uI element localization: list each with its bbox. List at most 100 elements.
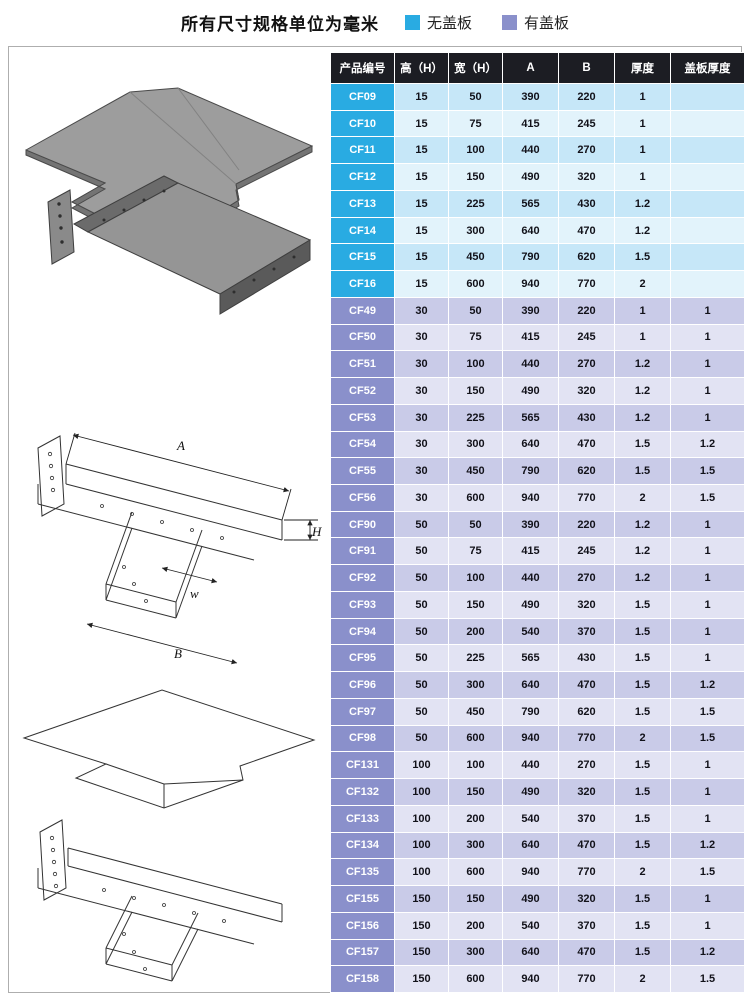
table-row: CF51 30 100 440 270 1.2 1 — [330, 350, 745, 379]
value-cell: 50 — [394, 644, 449, 673]
value-cell — [670, 270, 745, 298]
value-cell: 150 — [448, 778, 503, 806]
product-code-cell: CF134 — [330, 831, 395, 860]
tray-body-3d — [47, 175, 312, 315]
hole-dots — [49, 835, 226, 971]
value-cell: 1.5 — [614, 778, 671, 806]
tray-3d-diagram — [25, 87, 314, 315]
value-cell: 1.5 — [614, 911, 671, 940]
value-cell: 150 — [394, 938, 449, 967]
value-cell: 150 — [448, 163, 503, 191]
value-cell: 430 — [558, 189, 615, 218]
value-cell: 225 — [448, 403, 503, 432]
value-cell: 565 — [502, 403, 559, 432]
product-code-cell: CF10 — [330, 109, 395, 138]
table-row: CF15 15 450 790 620 1.5 — [330, 243, 745, 272]
value-cell: 1 — [670, 377, 745, 405]
value-cell: 1.5 — [670, 724, 745, 753]
value-cell: 640 — [502, 430, 559, 459]
legend-item: 无盖板 — [404, 12, 472, 33]
value-cell: 30 — [394, 377, 449, 405]
value-cell: 430 — [558, 644, 615, 673]
value-cell: 15 — [394, 163, 449, 191]
value-cell: 320 — [558, 885, 615, 913]
value-cell: 225 — [448, 189, 503, 218]
value-cell: 490 — [502, 163, 559, 191]
value-cell: 320 — [558, 377, 615, 405]
value-cell: 770 — [558, 724, 615, 753]
value-cell: 75 — [448, 323, 503, 352]
table-row: CF135 100 600 940 770 2 1.5 — [330, 858, 745, 887]
product-code-cell: CF13 — [330, 189, 395, 218]
value-cell: 15 — [394, 270, 449, 298]
tray-dimension-diagram: A H B w — [37, 432, 322, 665]
value-cell: 1 — [614, 163, 671, 191]
table-row: CF95 50 225 565 430 1.5 1 — [330, 644, 745, 673]
value-cell: 440 — [502, 350, 559, 379]
product-code-cell: CF92 — [330, 564, 395, 592]
value-cell: 1.5 — [614, 617, 671, 646]
value-cell: 15 — [394, 83, 449, 111]
col-header-b: B — [558, 52, 615, 84]
table-row: CF158 150 600 940 770 2 1.5 — [330, 965, 745, 993]
product-code-cell: CF55 — [330, 457, 395, 486]
value-cell: 1 — [614, 323, 671, 352]
value-cell: 30 — [394, 403, 449, 432]
value-cell: 490 — [502, 590, 559, 619]
product-code-cell: CF156 — [330, 911, 395, 940]
table-row: CF157 150 300 640 470 1.5 1.2 — [330, 938, 745, 967]
spec-table-body: CF09 15 50 390 220 1 CF10 15 75 415 245 … — [330, 83, 745, 993]
value-cell: 600 — [448, 270, 503, 298]
product-code-cell: CF54 — [330, 430, 395, 459]
value-cell: 300 — [448, 671, 503, 699]
value-cell: 1.2 — [614, 350, 671, 379]
value-cell: 50 — [394, 564, 449, 592]
value-cell: 30 — [394, 457, 449, 486]
table-row: CF131 100 100 440 270 1.5 1 — [330, 751, 745, 780]
value-cell: 1.5 — [670, 697, 745, 726]
value-cell: 1 — [614, 136, 671, 165]
product-code-cell: CF132 — [330, 778, 395, 806]
value-cell: 220 — [558, 510, 615, 539]
value-cell: 370 — [558, 617, 615, 646]
value-cell: 200 — [448, 804, 503, 833]
value-cell: 100 — [394, 858, 449, 887]
product-code-cell: CF91 — [330, 537, 395, 566]
value-cell: 440 — [502, 564, 559, 592]
value-cell: 1.5 — [614, 804, 671, 833]
value-cell: 770 — [558, 484, 615, 512]
value-cell: 470 — [558, 430, 615, 459]
dim-label-H: H — [311, 524, 322, 539]
value-cell: 245 — [558, 109, 615, 138]
value-cell: 1 — [670, 590, 745, 619]
value-cell: 75 — [448, 537, 503, 566]
value-cell: 225 — [448, 644, 503, 673]
value-cell: 640 — [502, 671, 559, 699]
value-cell: 940 — [502, 965, 559, 993]
product-code-cell: CF93 — [330, 590, 395, 619]
value-cell: 1 — [670, 537, 745, 566]
value-cell: 50 — [394, 617, 449, 646]
perforation-holes — [57, 189, 296, 294]
dimension-lines — [65, 432, 318, 665]
value-cell: 100 — [448, 564, 503, 592]
value-cell: 1.2 — [670, 430, 745, 459]
value-cell: 440 — [502, 751, 559, 780]
table-row: CF91 50 75 415 245 1.2 1 — [330, 537, 745, 566]
value-cell: 50 — [394, 510, 449, 539]
value-cell: 15 — [394, 109, 449, 138]
legend: 无盖板 有盖板 — [404, 12, 569, 33]
value-cell: 540 — [502, 911, 559, 940]
value-cell: 2 — [614, 270, 671, 298]
product-code-cell: CF133 — [330, 804, 395, 833]
value-cell: 390 — [502, 510, 559, 539]
value-cell: 15 — [394, 136, 449, 165]
product-code-cell: CF157 — [330, 938, 395, 967]
table-row: CF156 150 200 540 370 1.5 1 — [330, 911, 745, 940]
value-cell: 2 — [614, 965, 671, 993]
value-cell: 565 — [502, 189, 559, 218]
product-code-cell: CF15 — [330, 243, 395, 272]
table-header-row: 产品编号 高（H） 宽（H） A B 厚度 盖板厚度 — [330, 52, 745, 84]
value-cell: 1.5 — [614, 430, 671, 459]
